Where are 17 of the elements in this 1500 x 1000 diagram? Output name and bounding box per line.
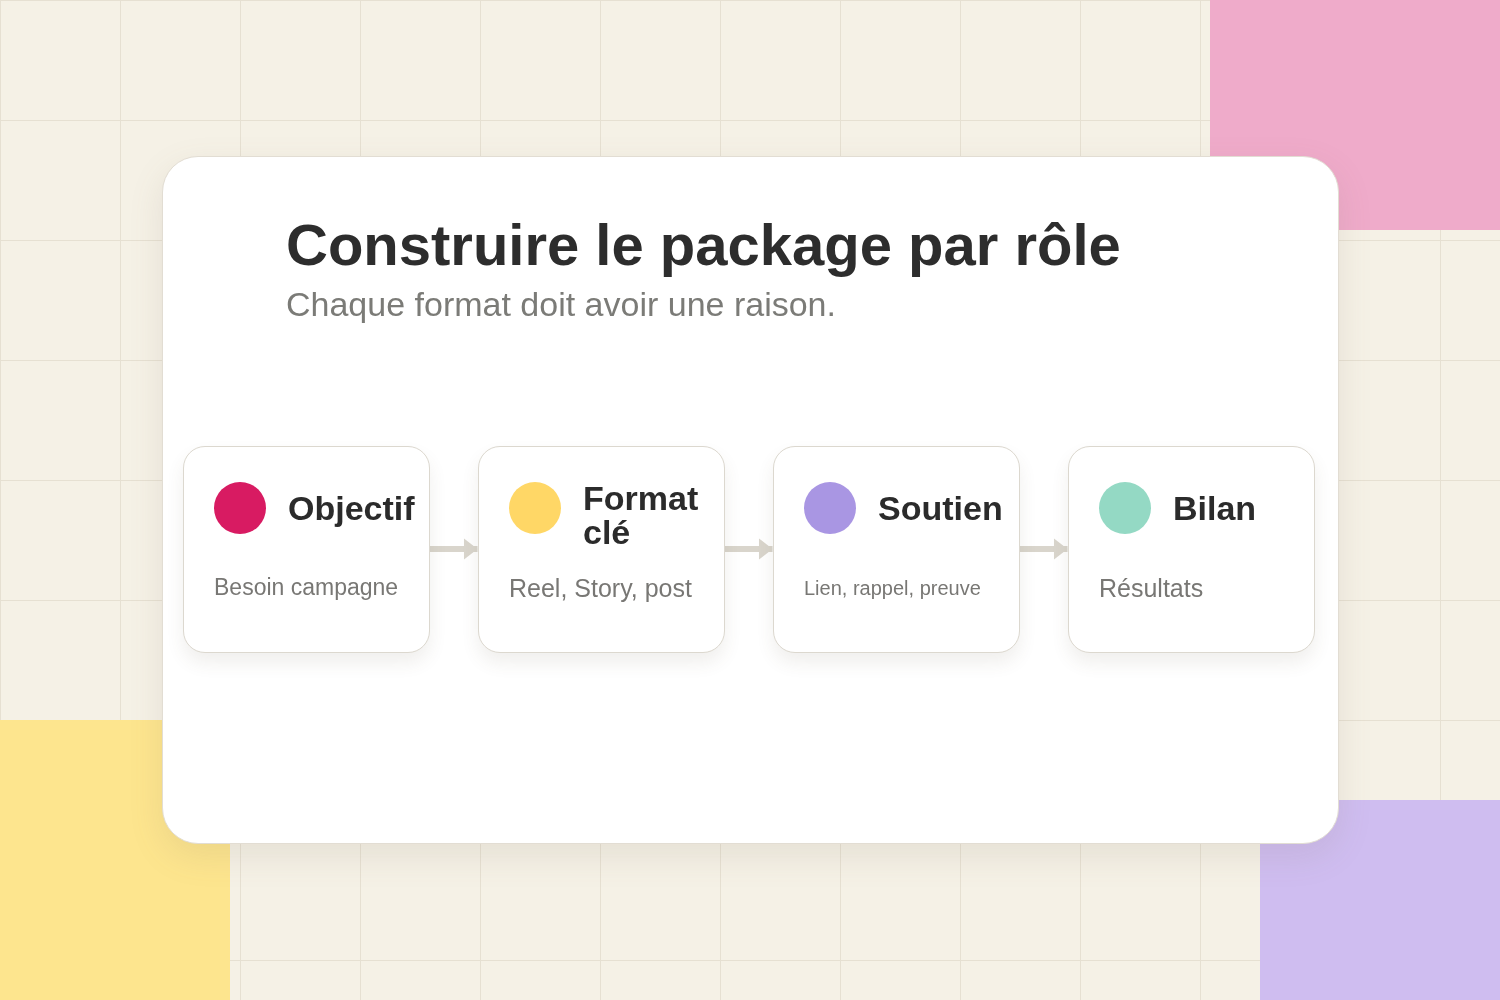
- arrow: [429, 538, 478, 560]
- step-card: [773, 446, 1020, 653]
- subtitle: Chaque format doit avoir une raison.: [286, 284, 836, 324]
- title: Construire le package par rôle: [286, 213, 1121, 277]
- step-description: Lien, rappel, preuve: [804, 576, 981, 600]
- step-description: Résultats: [1099, 573, 1204, 603]
- arrow: [724, 538, 773, 560]
- step-description: Besoin campagne: [214, 574, 399, 602]
- step-title: Bilan: [1173, 491, 1258, 525]
- step-card: [1068, 446, 1315, 653]
- step-card: [478, 446, 725, 653]
- step-title: Soutien: [878, 491, 1004, 525]
- step-card: [183, 446, 430, 653]
- arrow: [1019, 538, 1068, 560]
- step-description: Reel, Story, post: [509, 573, 692, 603]
- step-title: Objectif: [288, 491, 416, 525]
- step-title: Format clé: [583, 481, 700, 549]
